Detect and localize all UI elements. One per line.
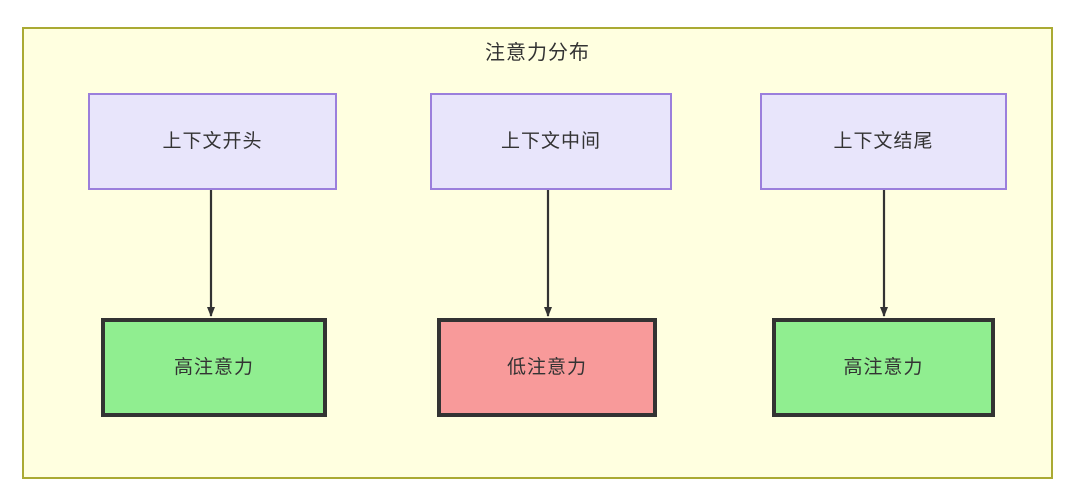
node-attention-middle[interactable]: 低注意力 [437, 318, 657, 417]
node-label: 低注意力 [506, 356, 587, 378]
node-label: 上下文中间 [500, 130, 601, 152]
node-label: 高注意力 [843, 356, 924, 378]
node-label: 上下文开头 [162, 130, 263, 152]
node-label: 高注意力 [173, 356, 254, 378]
node-context-end[interactable]: 上下文结尾 [760, 93, 1007, 190]
node-context-middle[interactable]: 上下文中间 [430, 93, 672, 190]
node-label: 上下文结尾 [833, 130, 934, 152]
node-attention-end[interactable]: 高注意力 [772, 318, 995, 417]
node-context-start[interactable]: 上下文开头 [88, 93, 337, 190]
node-attention-start[interactable]: 高注意力 [101, 318, 327, 417]
cluster-title: 注意力分布 [485, 42, 590, 64]
